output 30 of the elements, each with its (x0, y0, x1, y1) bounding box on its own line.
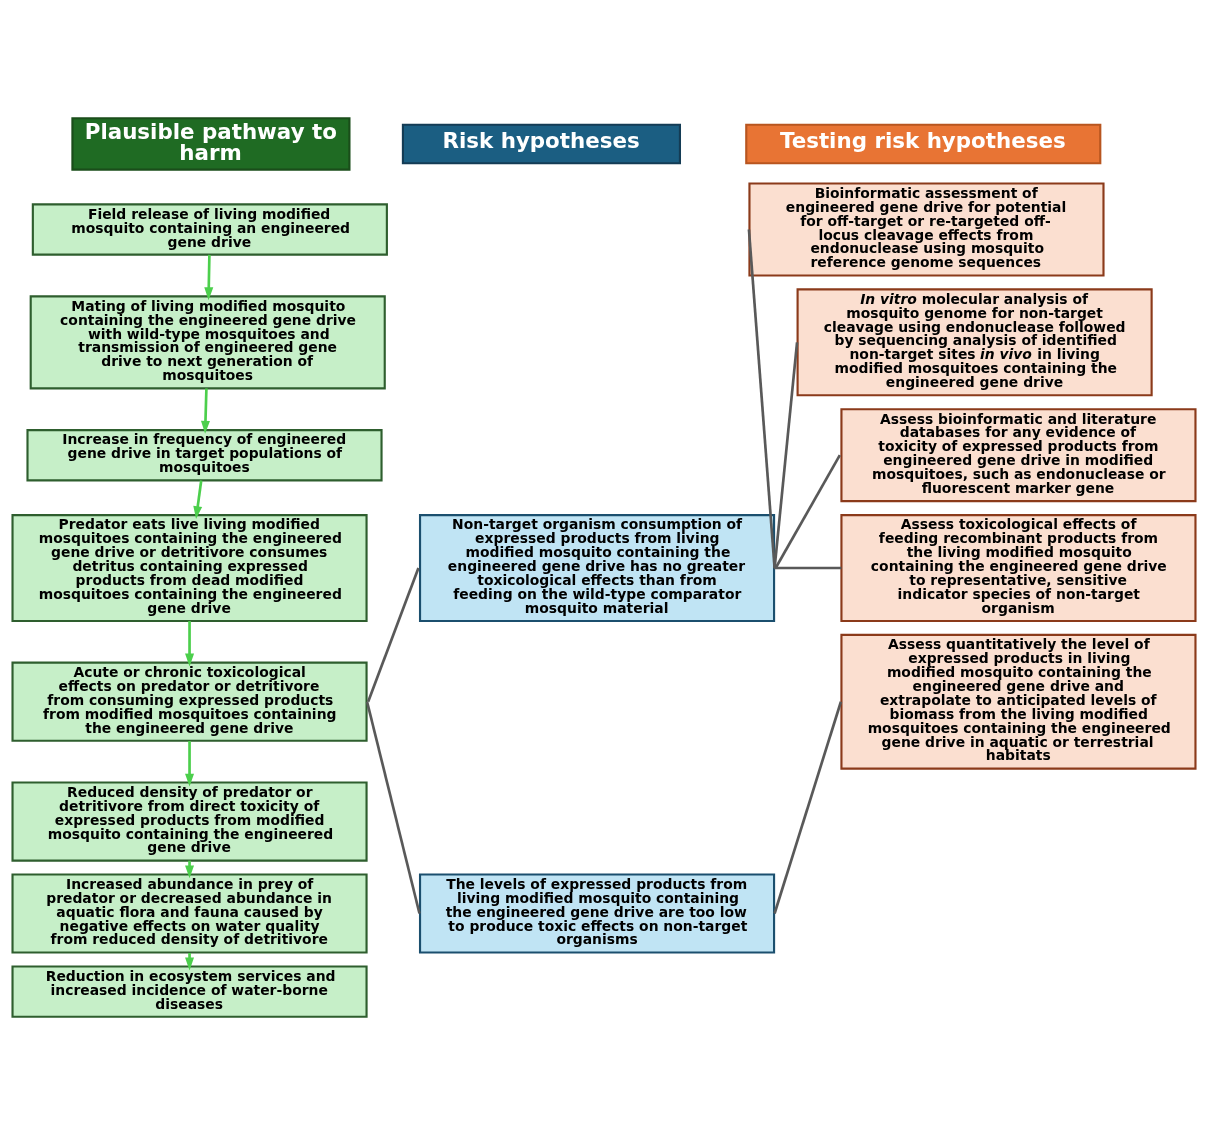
node-box: Risk hypotheses (401, 123, 681, 165)
node-box: Field release of living modified mosquito containing an engineered gene drive (31, 203, 388, 256)
connector (774, 566, 842, 570)
arrow (185, 741, 195, 787)
arrow (185, 953, 195, 971)
connector (773, 701, 843, 914)
arrow (193, 480, 203, 520)
connector (774, 454, 841, 569)
node-box: Testing risk hypotheses (745, 123, 1102, 165)
arrow (204, 254, 214, 301)
node-box: In vitro molecular analysis of mosquito genome for non-target cleavage using endonuclease followed by sequencing analysis of identified non-target sites in vivo in living modified mosquitoes containing the engineered gene drive (796, 288, 1153, 397)
node-box: Assess bioinformatic and literature databases for any evidence of toxicity of expressed products from engineered gene drive in modified mosquitoes, such as endonuclease or fluorescent marker gene (840, 408, 1197, 503)
node-box: Reduced density of predator or detritivore from direct toxicity of expressed products from modified mosquito containing the engineered gene drive (11, 781, 368, 862)
arrow (200, 388, 210, 434)
node-box: Increase in frequency of engineered gene drive in target populations of mosquitoes (26, 429, 383, 482)
node-box: Non-target organism consumption of expressed products from living modified mosquito containing the engineered gene drive has no greater toxicological effects than from feeding on the wild-type comparator mosquito material (418, 514, 776, 623)
node-box: The levels of expressed products from living modified mosquito containing the engineered gene drive are too low to produce toxic effects on non-target organisms (418, 873, 776, 954)
node-box: Predator eats live living modified mosquitoes containing the engineered gene drive or detritivore consumes detritus containing expressed products from dead modified mosquitoes containing the engineered gene drive (11, 514, 368, 623)
connector (773, 342, 799, 569)
node-box: Bioinformatic assessment of engineered gene drive for potential for off-target or re-targeted off-locus cleavage effects from endonuclease using mosquito reference genome sequences (748, 182, 1105, 277)
node-box: Plausible pathway to harm (71, 117, 351, 171)
connector (366, 567, 420, 703)
node-box: Reduction in ecosystem services and increased incidence of water-borne diseases (11, 965, 368, 1018)
node-box: Acute or chronic toxicological effects on predator or detritivore from consuming expressed products from modified mosquitoes containing the engineered gene drive (11, 661, 368, 742)
connector (365, 701, 421, 914)
arrow (185, 621, 195, 667)
node-box: Assess quantitatively the level of expressed products in living modified mosquito containing the engineered gene drive and extrapolate to anticipated levels of biomass from the living modified mosquitoes containing the engineered gene drive in aquatic or terrestrial habitats (840, 633, 1197, 770)
node-box: Assess toxicological effects of feeding recombinant products from the living modified mosquito containing the engineered gene drive to representative, sensitive indicator species of non-target organism (840, 514, 1197, 623)
node-box: Increased abundance in prey of predator or decreased abundance in aquatic flora and fauna caused by negative effects on water quality from reduced density of detritivore (11, 873, 368, 954)
node-box: Mating of living modified mosquito containing the engineered gene drive with wild-type mosquitoes and transmission of engineered gene drive to next generation of mosquitoes (29, 295, 386, 390)
